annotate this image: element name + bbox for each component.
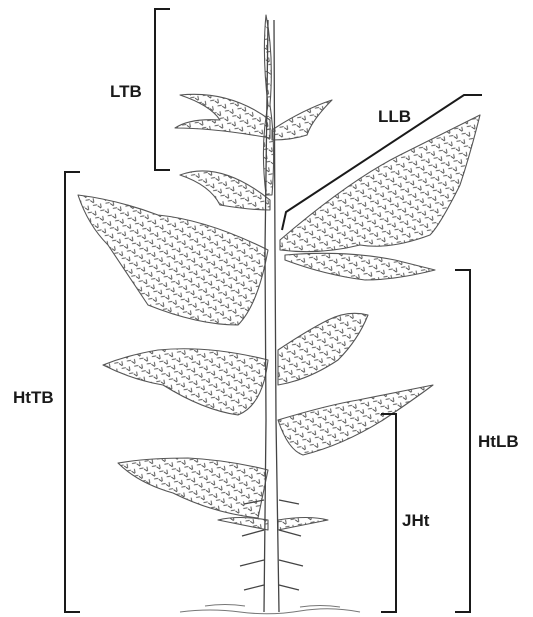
llb-label: LLB: [378, 108, 411, 125]
htlb-bracket: [455, 270, 470, 612]
httb-bracket: [65, 172, 80, 612]
httb-label: HtTB: [13, 389, 54, 406]
jht-bracket: [381, 414, 396, 612]
ltb-bracket: [155, 9, 170, 170]
ground-line: [180, 605, 360, 614]
jht-label: JHt: [402, 512, 429, 529]
htlb-label: HtLB: [478, 433, 519, 450]
ltb-label: LTB: [110, 83, 142, 100]
